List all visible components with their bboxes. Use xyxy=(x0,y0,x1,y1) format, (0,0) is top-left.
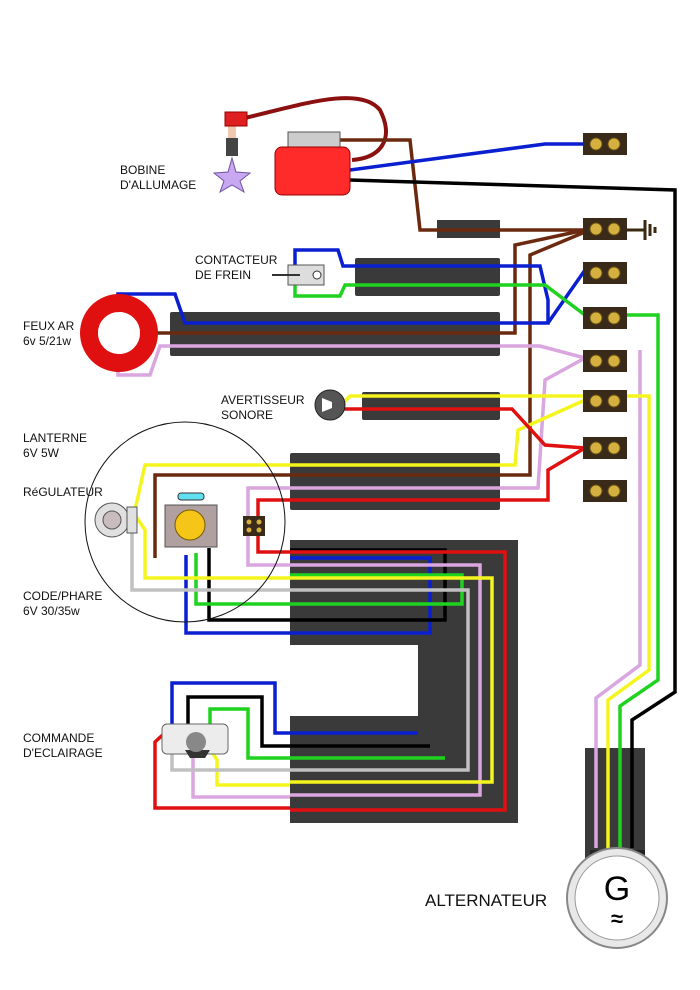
terminal-block xyxy=(583,218,627,240)
screw-icon xyxy=(589,484,603,498)
wire-ht-lead xyxy=(244,96,388,162)
connector-block-icon xyxy=(243,516,265,536)
screw-icon xyxy=(607,354,621,368)
tail-light-icon xyxy=(80,294,158,372)
wire-red-horn xyxy=(256,407,591,812)
terminal-block xyxy=(583,437,627,459)
screw-icon xyxy=(607,394,621,408)
wires xyxy=(116,96,677,848)
screw-icon xyxy=(607,311,621,325)
wire-black-alt xyxy=(349,178,677,848)
label-line: 6V 30/35w xyxy=(23,604,80,618)
harness-bar-lantern xyxy=(290,453,500,510)
wire-black-cmd xyxy=(186,695,430,748)
spark-plug-icon xyxy=(212,111,252,194)
screw-icon xyxy=(589,311,603,325)
label-alternateur: ALTERNATEUR xyxy=(425,891,548,910)
screw-icon xyxy=(607,266,621,280)
wire-pink-cmd xyxy=(191,740,290,799)
wire-green-head xyxy=(194,553,464,606)
screw-icon xyxy=(589,441,603,455)
screw-icon xyxy=(607,441,621,455)
terminal-block xyxy=(583,350,627,372)
alternator-symbol: G xyxy=(604,870,630,908)
wire-blue-cmd xyxy=(170,681,418,735)
label-line: AVERTISSEUR xyxy=(221,393,305,407)
horn-icon xyxy=(314,389,346,421)
wire-brown-coil xyxy=(320,138,585,232)
screw-icon xyxy=(607,484,621,498)
harness-bar-alternator xyxy=(585,748,645,860)
alternator-ac-symbol: ≈ xyxy=(611,906,623,931)
wire-yellow-loop xyxy=(133,514,494,784)
label-line: 6v 5/21w xyxy=(23,334,72,348)
wire-yellow-horn xyxy=(341,394,651,848)
label-line: D'ALLUMAGE xyxy=(120,178,197,192)
label-line: 6V 5W xyxy=(23,446,60,460)
wire-yellow-lantern xyxy=(133,398,586,511)
label-line: DE FREIN xyxy=(195,268,252,282)
label-line: CONTACTEUR xyxy=(195,253,278,267)
wire-pink-tail xyxy=(116,344,590,797)
label-line: COMMANDE xyxy=(23,731,95,745)
label-line: SONORE xyxy=(221,408,274,422)
label-regulateur: RéGULATEUR xyxy=(23,485,103,499)
terminal-block xyxy=(583,307,627,329)
terminal-block xyxy=(583,480,627,502)
label-line: FEUX AR xyxy=(23,319,75,333)
wire-blue-brake xyxy=(116,248,550,325)
label-line: BOBINE xyxy=(120,163,166,177)
screw-icon xyxy=(607,222,621,236)
screw-icon xyxy=(589,266,603,280)
label-line: D'ECLAIRAGE xyxy=(23,746,103,760)
screw-icon xyxy=(607,137,621,151)
wire-brown-lantern xyxy=(153,230,586,558)
screw-icon xyxy=(589,354,603,368)
harness-bar-horn xyxy=(362,392,500,420)
brake-switch-icon xyxy=(272,264,325,286)
label-line: CODE/PHARE xyxy=(23,589,103,603)
headlight-outline xyxy=(84,421,286,623)
wire-pink-alt xyxy=(594,350,642,848)
ignition-coil-icon xyxy=(274,131,351,196)
terminal-block xyxy=(583,390,627,412)
terminal-blocks xyxy=(583,133,627,502)
wire-blue-tail xyxy=(546,268,587,325)
wire-green-cmd xyxy=(208,707,445,760)
harness-bars xyxy=(170,220,645,860)
regulator-icon xyxy=(94,502,138,538)
screw-icon xyxy=(589,394,603,408)
wire-green-brake xyxy=(293,282,660,848)
harness-bar-brake xyxy=(355,258,500,296)
headlight-bulb-icon xyxy=(164,492,218,548)
alternator-icon: G ≈ xyxy=(566,847,668,949)
wire-brown-tail xyxy=(120,228,586,335)
terminal-block xyxy=(583,133,627,155)
light-switch-icon xyxy=(161,723,229,758)
ground-icon xyxy=(627,220,657,240)
screw-icon xyxy=(589,137,603,151)
screw-icon xyxy=(589,222,603,236)
harness-s-bar xyxy=(290,540,518,823)
wire-black-head xyxy=(207,548,447,622)
wire-blue-head xyxy=(184,555,432,635)
wire-blue-coil xyxy=(349,142,585,172)
terminal-block xyxy=(583,262,627,284)
label-line: LANTERNE xyxy=(23,431,88,445)
